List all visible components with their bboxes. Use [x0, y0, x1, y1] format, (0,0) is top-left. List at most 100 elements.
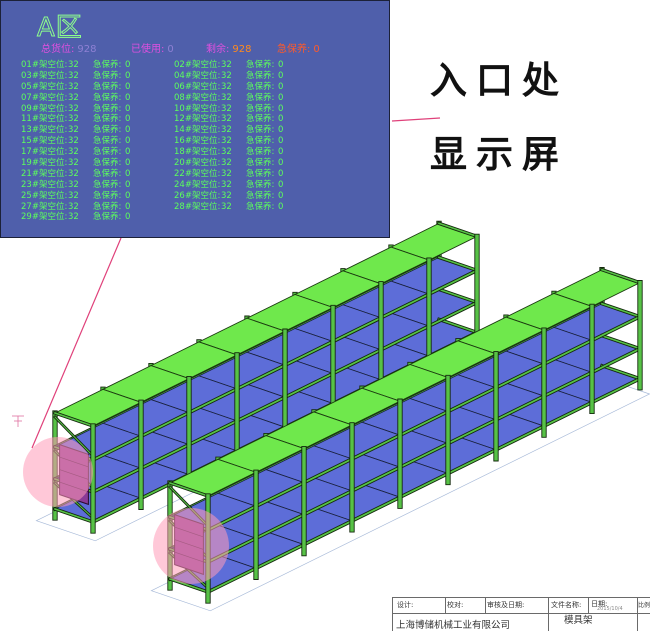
rack-maintenance-label: 急保养:	[246, 70, 275, 81]
rack-maintenance-label: 急保养:	[246, 92, 275, 103]
rack-maintenance-value: 0	[125, 201, 131, 212]
rack-free-slots-value: 32	[68, 136, 79, 147]
rack-free-slots-label: 04#架空位:	[174, 70, 221, 81]
rack-free-slots-label: 23#架空位:	[21, 179, 68, 190]
rack-free-slots-value: 32	[221, 92, 232, 103]
rack-free-slots-value: 32	[68, 125, 79, 136]
rack-maintenance-label: 急保养:	[93, 168, 122, 179]
rack-free-slots-label: 29#架空位:	[21, 212, 68, 223]
title-block: 设计: 校对: 审核及日期: 文件名称: 日期: 2015/10/4 比例 模具…	[392, 597, 650, 631]
rack-maintenance-value: 0	[125, 125, 131, 136]
rack-maintenance-value: 0	[278, 179, 284, 190]
rack-maintenance-value: 0	[125, 158, 131, 169]
rack-maintenance-label: 急保养:	[246, 60, 275, 70]
rack-free-slots-value: 32	[68, 179, 79, 190]
rack-free-slots-label: 24#架空位:	[174, 179, 221, 190]
end-frame-rail	[437, 222, 479, 238]
end-frame-rail	[53, 411, 95, 428]
rack-free-slots-value: 32	[68, 60, 79, 70]
total-slots: 总货位:928	[41, 44, 96, 56]
rack-free-slots-value: 32	[68, 103, 79, 114]
remaining-slots-value: 928	[232, 44, 252, 55]
rack-maintenance-value: 0	[125, 103, 131, 114]
title-block-divider	[637, 597, 638, 631]
file-name-label: 文件名称:	[551, 601, 582, 609]
rack-free-slots-label: 03#架空位:	[21, 70, 68, 81]
rack-maintenance-value: 0	[125, 179, 131, 190]
rack-maintenance-label: 急保养:	[93, 92, 122, 103]
rack-free-slots-label: 22#架空位:	[174, 168, 221, 179]
rack-maintenance-value: 0	[278, 190, 284, 201]
rack-free-slots-value: 32	[221, 103, 232, 114]
rack-maintenance-label: 急保养:	[246, 114, 275, 125]
rack-status-row: 07#架空位:32 急保养:0	[21, 93, 171, 104]
remaining-slots-label: 剩余:	[206, 44, 230, 55]
used-slots: 已使用:0	[131, 44, 174, 56]
rack-free-slots-label: 17#架空位:	[21, 147, 68, 158]
rack-beam	[206, 315, 642, 532]
rack-maintenance-label: 急保养:	[93, 114, 122, 125]
rack-free-slots-label: 01#架空位:	[21, 60, 68, 70]
rack-row-front	[150, 267, 650, 612]
end-frame-rail	[600, 364, 642, 380]
rack-maintenance-label: 急保养:	[246, 179, 275, 190]
company-name: 上海博储机械工业有限公司	[396, 620, 511, 631]
rack-free-slots-value: 32	[221, 168, 232, 179]
rack-free-slots-label: 16#架空位:	[174, 136, 221, 147]
checker-label: 校对:	[447, 601, 464, 609]
rack-maintenance-label: 急保养:	[93, 136, 122, 147]
rack-free-slots-label: 06#架空位:	[174, 81, 221, 92]
rack-maintenance-value: 0	[125, 168, 131, 179]
rack-free-slots-value: 32	[68, 168, 79, 179]
rack-free-slots-value: 32	[68, 158, 79, 169]
end-frame-rail	[437, 288, 479, 304]
leader-line	[31, 237, 122, 449]
rack-maintenance-value: 0	[125, 136, 131, 147]
rack-maintenance-value: 0	[278, 70, 284, 81]
end-frame-rail	[600, 302, 642, 318]
rack-free-slots-value: 32	[221, 201, 232, 212]
rack-free-slots-label: 19#架空位:	[21, 158, 68, 169]
rack-free-slots-value: 32	[68, 92, 79, 103]
rack-maintenance-value: 0	[125, 60, 131, 70]
end-frame-rail	[168, 481, 210, 498]
rack-free-slots-label: 28#架空位:	[174, 201, 221, 212]
entrance-display-highlight	[23, 437, 93, 507]
review-date-label: 审核及日期:	[487, 601, 525, 609]
zone-title: A区	[37, 13, 83, 44]
callout-display-screen: 显示屏	[430, 132, 568, 176]
rack-free-slots-value: 32	[68, 212, 79, 223]
rack-free-slots-label: 11#架空位:	[21, 114, 68, 125]
rack-free-slots-value: 32	[221, 125, 232, 136]
rack-free-slots-value: 32	[221, 158, 232, 169]
rack-maintenance-label: 急保养:	[246, 147, 275, 158]
total-slots-label: 总货位:	[41, 44, 75, 55]
rack-maintenance-value: 0	[125, 92, 131, 103]
end-frame-rail	[437, 318, 479, 334]
rack-maintenance-label: 急保养:	[93, 70, 122, 81]
rack-maintenance-value: 0	[125, 81, 131, 92]
rack-free-slots-label: 07#架空位:	[21, 92, 68, 103]
title-block-divider	[392, 613, 650, 614]
end-frame-rail	[600, 268, 642, 284]
callout-pointer-line	[391, 117, 441, 122]
callout-entrance: 入口处	[430, 58, 568, 102]
rack-beam	[206, 347, 642, 564]
rack-maintenance-label: 急保养:	[93, 125, 122, 136]
end-frame-rail	[600, 334, 642, 350]
